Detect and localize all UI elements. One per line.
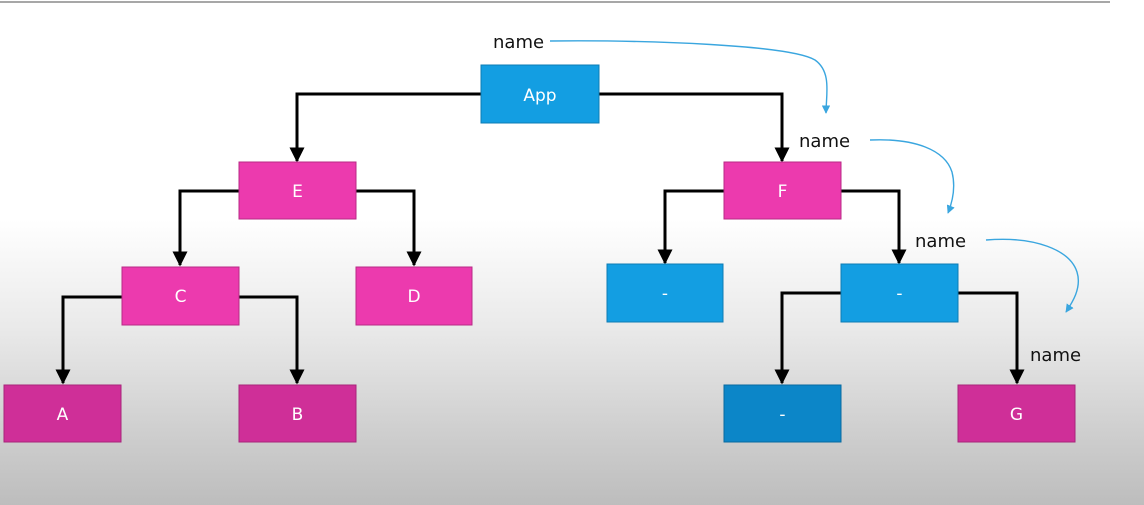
prop-label-app: name	[493, 32, 544, 53]
node-f-left: -	[606, 263, 724, 323]
edge-f-fright	[841, 189, 907, 265]
flow-arrow-3	[985, 238, 1079, 313]
node-a-box	[3, 384, 122, 443]
node-c: C	[121, 266, 240, 326]
prop-label-f-right: name	[915, 231, 966, 252]
edge-c-b	[239, 295, 305, 385]
node-d-box	[355, 266, 473, 326]
edge-app-e	[289, 92, 481, 163]
tree-edges	[55, 92, 1025, 385]
node-f: F	[723, 161, 842, 220]
prop-flow-arrows	[549, 40, 1079, 313]
edge-fright-frleft	[774, 291, 841, 385]
node-a-label: A	[57, 405, 69, 425]
node-d: D	[355, 266, 473, 326]
node-e: E	[238, 161, 357, 220]
edge-app-f	[599, 92, 790, 163]
node-g-box	[957, 384, 1076, 443]
node-fr-left: -	[723, 384, 842, 443]
node-app-box	[480, 64, 600, 124]
edge-e-d	[356, 189, 422, 267]
node-e-label: E	[292, 182, 303, 202]
flow-arrow-1	[549, 40, 831, 114]
node-c-box	[121, 266, 240, 326]
node-e-box	[238, 161, 357, 220]
node-f-right: -	[840, 263, 959, 323]
node-f-right-label: -	[896, 284, 902, 304]
node-fr-left-box	[723, 384, 842, 443]
prop-label-g: name	[1030, 345, 1081, 366]
node-f-left-label: -	[662, 284, 668, 304]
flow-arrow-2	[869, 139, 955, 214]
edge-e-c	[172, 189, 239, 267]
node-a: A	[3, 384, 122, 443]
node-b-box	[238, 384, 357, 443]
node-f-label: F	[778, 182, 788, 202]
node-g-label: G	[1010, 405, 1023, 425]
node-fr-left-label: -	[779, 405, 785, 425]
node-f-left-box	[606, 263, 724, 323]
edge-c-a	[55, 295, 122, 385]
node-c-label: C	[175, 287, 187, 307]
node-g: G	[957, 384, 1076, 443]
edge-f-fleft	[657, 189, 724, 265]
node-f-right-box	[840, 263, 959, 323]
node-app-label: App	[523, 86, 556, 106]
prop-label-f: name	[799, 131, 850, 152]
node-d-label: D	[407, 287, 420, 307]
node-b: B	[238, 384, 357, 443]
node-f-box	[723, 161, 842, 220]
edge-fright-g	[958, 291, 1025, 385]
node-b-label: B	[292, 405, 304, 425]
node-app: App	[480, 64, 600, 124]
